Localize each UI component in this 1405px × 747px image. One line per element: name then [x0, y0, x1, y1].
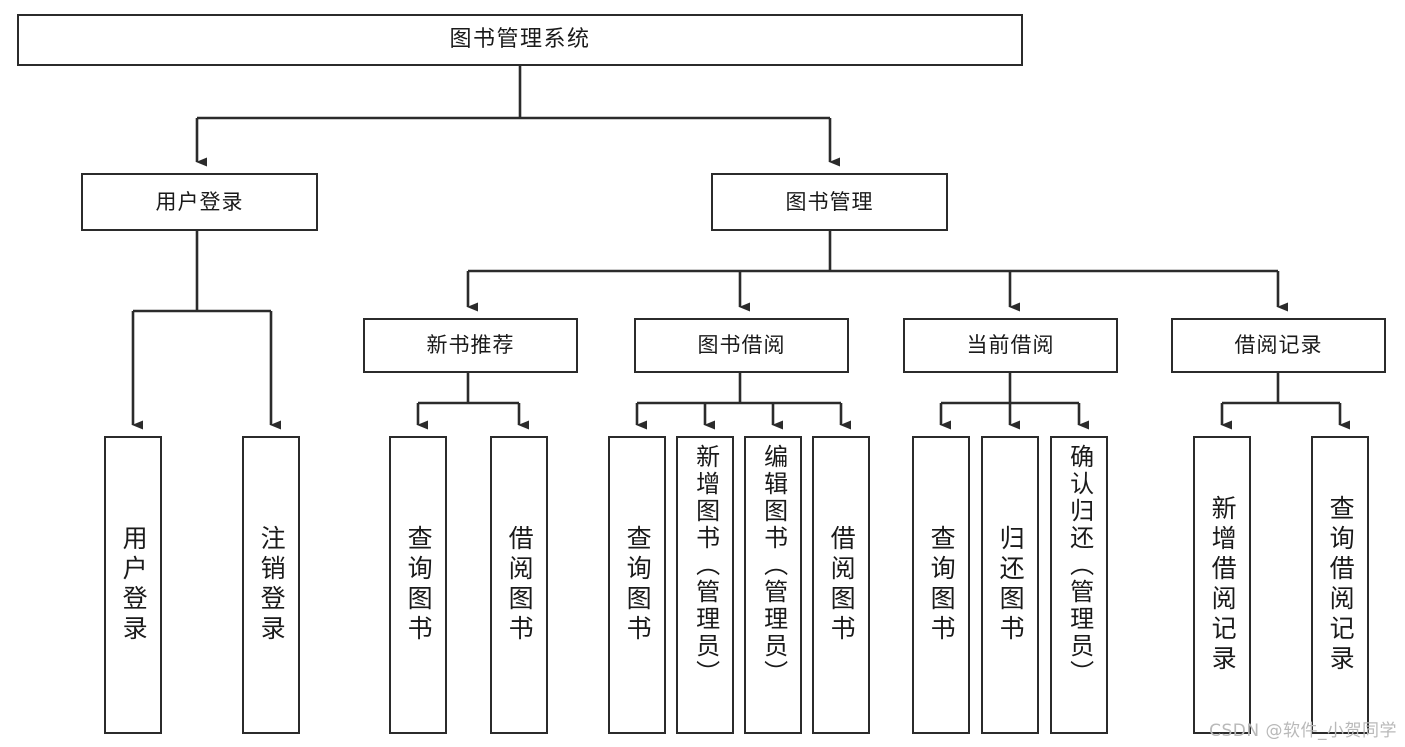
leaf-recommend-query-book[interactable]: 查询图书: [389, 436, 447, 734]
node-book-management[interactable]: 图书管理: [711, 173, 948, 231]
node-label: 查询图书: [404, 525, 434, 645]
node-label: 编辑图书（管理员）: [759, 444, 788, 687]
node-user-login[interactable]: 用户登录: [81, 173, 318, 231]
node-label: 图书借阅: [697, 333, 786, 358]
node-label: 查询借阅记录: [1326, 495, 1356, 675]
leaf-record-query-record[interactable]: 查询借阅记录: [1311, 436, 1369, 734]
node-new-book-recommend[interactable]: 新书推荐: [363, 318, 578, 373]
node-label: 借阅图书: [505, 525, 535, 645]
node-label: 归还图书: [996, 525, 1026, 645]
leaf-borrow-query-book[interactable]: 查询图书: [608, 436, 666, 734]
leaf-recommend-borrow-book[interactable]: 借阅图书: [490, 436, 548, 734]
node-label: 图书管理: [785, 189, 874, 214]
leaf-current-query-book[interactable]: 查询图书: [912, 436, 970, 734]
node-root-system[interactable]: 图书管理系统: [17, 14, 1023, 66]
leaf-borrow-borrow-book[interactable]: 借阅图书: [812, 436, 870, 734]
node-label: 当前借阅: [966, 333, 1055, 358]
node-label: 新增借阅记录: [1208, 495, 1238, 675]
leaf-user-login[interactable]: 用户登录: [104, 436, 162, 734]
node-label: 借阅图书: [827, 525, 857, 645]
node-label: 确认归还（管理员）: [1065, 444, 1094, 687]
leaf-borrow-edit-book-admin[interactable]: 编辑图书（管理员）: [744, 436, 802, 734]
node-label: 借阅记录: [1234, 333, 1323, 358]
node-label: 查询图书: [623, 525, 653, 645]
leaf-record-add-record[interactable]: 新增借阅记录: [1193, 436, 1251, 734]
node-label: 用户登录: [119, 525, 149, 645]
node-label: 新书推荐: [426, 333, 515, 358]
leaf-current-confirm-return-admin[interactable]: 确认归还（管理员）: [1050, 436, 1108, 734]
node-label: 用户登录: [155, 189, 244, 214]
watermark-text: CSDN @软件_小贺同学: [1209, 721, 1397, 741]
node-book-borrow[interactable]: 图书借阅: [634, 318, 849, 373]
node-current-borrow[interactable]: 当前借阅: [903, 318, 1118, 373]
leaf-borrow-add-book-admin[interactable]: 新增图书（管理员）: [676, 436, 734, 734]
node-label: 图书管理系统: [449, 27, 591, 53]
leaf-logout[interactable]: 注销登录: [242, 436, 300, 734]
node-label: 注销登录: [257, 525, 287, 645]
node-label: 新增图书（管理员）: [691, 444, 720, 687]
leaf-current-return-book[interactable]: 归还图书: [981, 436, 1039, 734]
node-borrow-record[interactable]: 借阅记录: [1171, 318, 1386, 373]
node-label: 查询图书: [927, 525, 957, 645]
